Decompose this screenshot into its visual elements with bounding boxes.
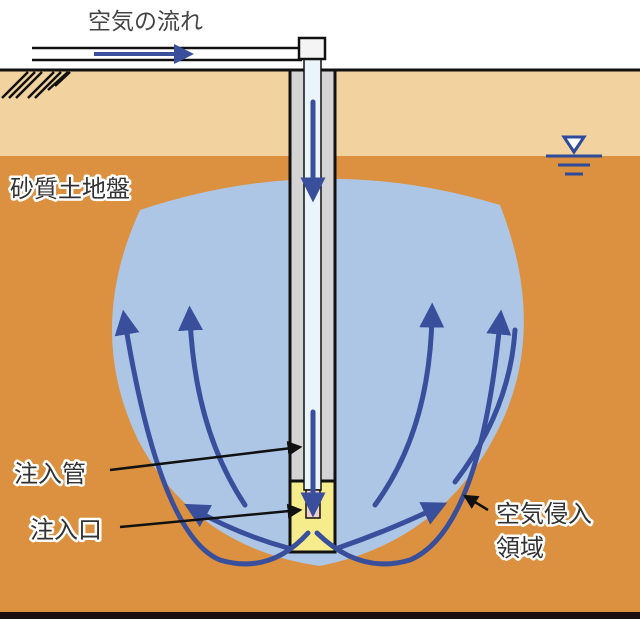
leader-injection-pipe xyxy=(109,441,303,472)
water-table-icon xyxy=(546,135,602,176)
flow-arrow xyxy=(335,502,448,551)
label-air-zone-1: 空気侵入 xyxy=(496,500,592,528)
flow-arrow xyxy=(452,327,518,485)
ground-hatch-icon xyxy=(1,71,71,99)
air-supply-pipe xyxy=(32,36,327,64)
diagram-title: 空気の流れ xyxy=(88,9,203,35)
leader-air-zone xyxy=(462,494,489,512)
label-injection-port: 注入口 xyxy=(30,516,102,544)
flow-arrow xyxy=(372,302,445,508)
flow-arrow xyxy=(314,309,512,567)
label-air-zone-2: 領域 xyxy=(496,534,544,562)
leader-injection-port xyxy=(119,503,303,529)
label-ground: 砂質土地盤 xyxy=(10,175,130,203)
label-injection-pipe: 注入管 xyxy=(14,460,86,488)
bottom-border xyxy=(0,612,640,619)
flow-arrow xyxy=(184,503,291,551)
flow-arrow xyxy=(178,305,248,508)
pipe-elbow xyxy=(297,36,327,61)
flow-arrow xyxy=(114,309,311,567)
